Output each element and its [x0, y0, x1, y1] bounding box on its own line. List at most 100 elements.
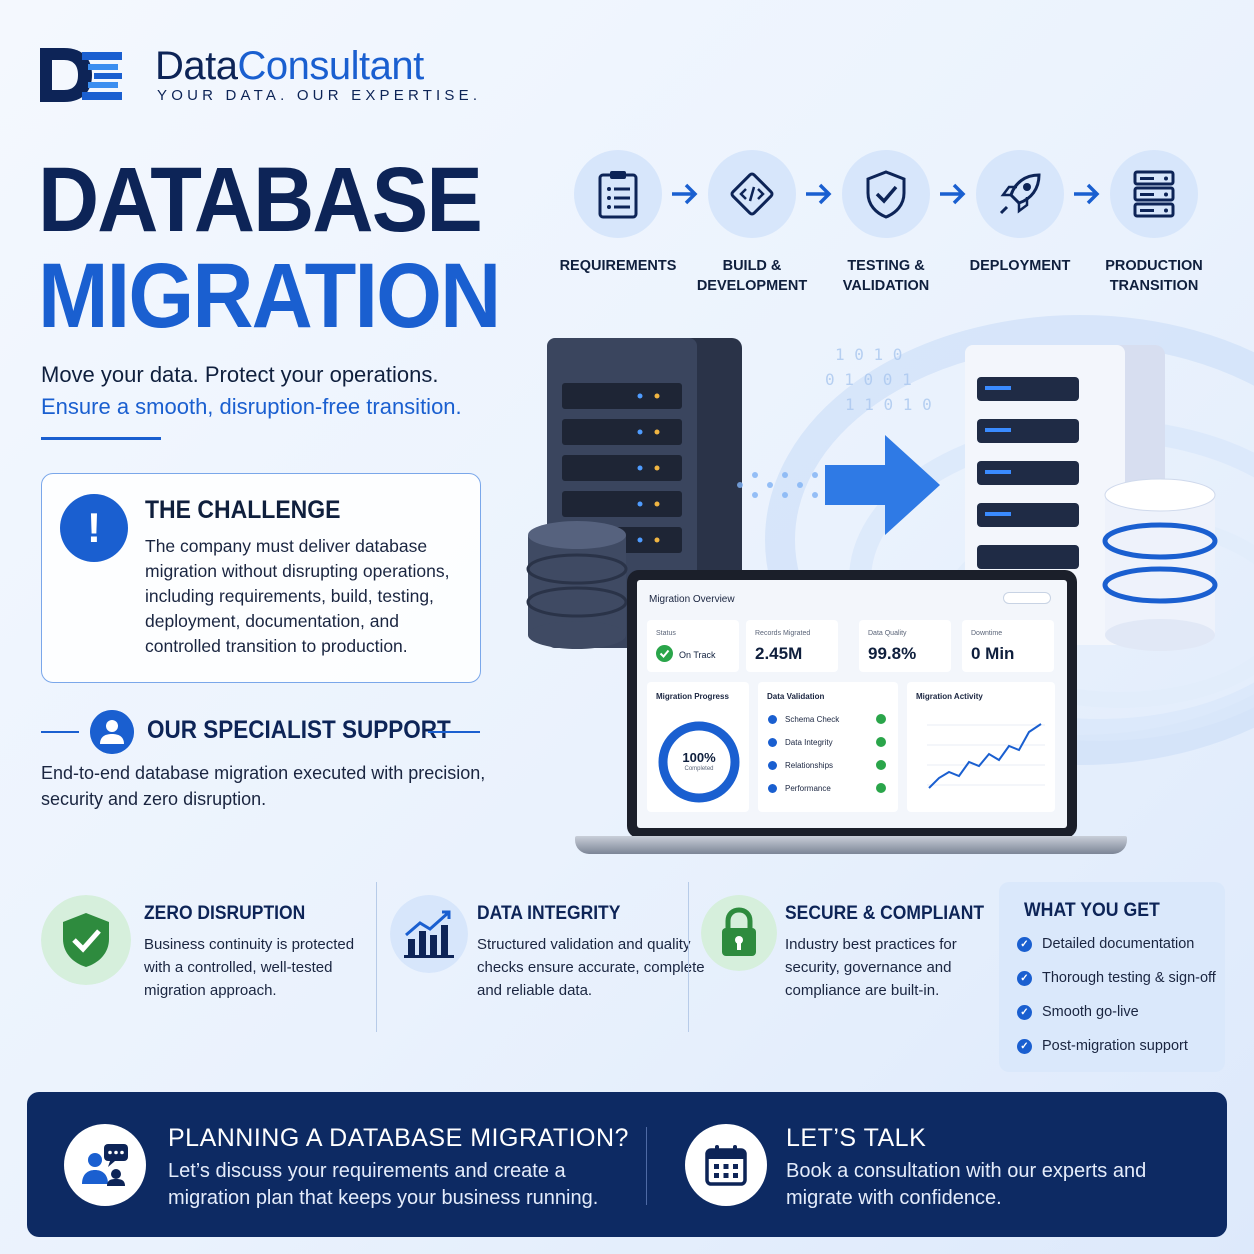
validation-item: Data Integrity — [768, 737, 886, 747]
check-circle-icon: ✓ — [1017, 970, 1032, 986]
validation-panel: Data Validation Schema Check Data Integr… — [758, 682, 898, 812]
check-circle-icon — [876, 783, 886, 793]
brand-tagline: YOUR DATA. OUR EXPERTISE. — [157, 87, 482, 104]
exclamation-icon: ! — [60, 494, 128, 562]
check-icon — [768, 714, 777, 724]
progress-caption: Completed — [684, 766, 714, 772]
specialist-rule-left — [41, 731, 79, 733]
growth-chart-icon — [390, 895, 468, 973]
specialist-body: End-to-end database migration executed w… — [41, 763, 486, 809]
check-circle-icon — [876, 714, 886, 724]
brand-name-part1: Data — [155, 44, 238, 88]
shield-check-icon — [866, 170, 906, 219]
process-step-label: BUILD & — [722, 258, 782, 274]
process-step-label: TRANSITION — [1109, 278, 1199, 294]
cta-right-body: Book a consultation with our experts and… — [786, 1160, 1147, 1209]
check-circle-icon: ✓ — [1017, 1004, 1032, 1020]
feature-divider — [688, 882, 689, 1032]
hero-title-line1: DATABASE — [38, 149, 483, 251]
hero-divider — [41, 437, 161, 440]
progress-value: 100% — [682, 750, 716, 765]
feature-body: Structured validation and quality checks… — [477, 936, 705, 999]
tile-label: Records Migrated — [755, 630, 811, 637]
records-tile: Records Migrated 2.45M — [746, 620, 838, 672]
tile-label: Status — [656, 630, 676, 637]
activity-panel: Migration Activity — [907, 682, 1055, 812]
calendar-icon — [705, 1145, 747, 1186]
code-icon — [730, 172, 774, 216]
what-you-get-item: ✓Smooth go-live — [1017, 1004, 1139, 1020]
cta-book-consultation[interactable] — [685, 1124, 767, 1206]
feature-body: Business continuity is protected with a … — [144, 936, 355, 999]
what-you-get-card: WHAT YOU GET ✓Detailed documentation ✓Th… — [999, 882, 1225, 1072]
process-step-label: REQUIREMENTS — [559, 258, 677, 274]
arrow-right-icon — [940, 183, 966, 205]
shield-check-icon — [41, 895, 131, 985]
panel-title: Migration Activity — [916, 692, 983, 701]
process-step-testing: TESTING &VALIDATION — [821, 150, 951, 296]
feature-title: ZERO DISRUPTION — [144, 903, 306, 924]
downtime-tile: Downtime 0 Min — [962, 620, 1054, 672]
migration-dashboard: Migration Overview Status On Track Recor… — [637, 580, 1067, 828]
tile-value: On Track — [679, 650, 716, 660]
panel-title: Data Validation — [767, 692, 825, 701]
process-step-build: BUILD & DEVELOPMENT — [687, 150, 817, 296]
laptop-base — [575, 836, 1127, 854]
rocket-icon — [999, 173, 1041, 215]
hero-subtitle-line1: Move your data. Protect your operations. — [41, 362, 439, 387]
brand-name: DataConsultant — [155, 44, 424, 89]
progress-ring — [658, 721, 740, 803]
specialist-title: OUR SPECIALIST SUPPORT — [147, 716, 451, 744]
tile-label: Downtime — [971, 630, 1003, 637]
check-circle-icon: ✓ — [1017, 1038, 1032, 1054]
challenge-card: ! THE CHALLENGE The company must deliver… — [41, 473, 481, 683]
check-circle-icon — [876, 737, 886, 747]
feature-divider — [376, 882, 377, 1032]
padlock-icon — [701, 895, 777, 971]
cta-divider — [646, 1127, 647, 1205]
arrow-right-icon — [672, 183, 698, 205]
specialist-rule-right — [428, 731, 480, 733]
cta-consultation[interactable] — [64, 1124, 146, 1206]
validation-item: Performance — [768, 783, 886, 793]
cta-left-title: PLANNING A DATABASE MIGRATION? — [168, 1124, 629, 1152]
consultation-chat-icon — [82, 1144, 128, 1186]
tile-value: 2.45M — [755, 644, 803, 663]
date-range-control[interactable] — [1003, 592, 1051, 604]
activity-line-chart — [927, 723, 1045, 789]
svg-text:0 1 0 0 1: 0 1 0 0 1 — [825, 370, 912, 389]
what-you-get-item: ✓Detailed documentation — [1017, 936, 1194, 952]
server-icon — [1133, 170, 1175, 218]
status-tile: Status On Track — [647, 620, 739, 672]
laptop-screen: Migration Overview Status On Track Recor… — [627, 570, 1077, 838]
svg-text:1 0 1 0: 1 0 1 0 — [835, 345, 902, 364]
check-icon — [768, 737, 777, 747]
what-you-get-item: ✓Thorough testing & sign-off — [1017, 970, 1216, 986]
feature-title: DATA INTEGRITY — [477, 903, 621, 924]
challenge-body: The company must deliver database migrat… — [145, 536, 450, 656]
feature-title: SECURE & COMPLIANT — [785, 903, 985, 924]
feature-body: Industry best practices for security, go… — [785, 936, 957, 999]
process-step-label: DEPLOYMENT — [969, 258, 1071, 274]
tile-value: 0 Min — [971, 644, 1015, 663]
arrow-right-icon — [1074, 183, 1100, 205]
progress-panel: Migration Progress 100% Completed — [647, 682, 749, 812]
arrow-right-icon — [806, 183, 832, 205]
svg-text:1 1 0 1 0: 1 1 0 1 0 — [845, 395, 932, 414]
hero-subtitle-line2: Ensure a smooth, disruption-free transit… — [41, 394, 462, 419]
process-step-label: DEVELOPMENT — [696, 278, 808, 294]
quality-tile: Data Quality 99.8% — [859, 620, 951, 672]
challenge-title: THE CHALLENGE — [145, 496, 341, 524]
check-circle-icon — [876, 760, 886, 770]
tile-value: 99.8% — [868, 644, 917, 663]
check-circle-icon: ✓ — [1017, 936, 1032, 952]
clipboard-icon — [598, 171, 638, 219]
validation-item: Relationships — [768, 760, 886, 770]
brand-name-part2: Consultant — [237, 44, 425, 88]
tile-label: Data Quality — [868, 630, 907, 637]
cta-banner: PLANNING A DATABASE MIGRATION? Let’s dis… — [27, 1092, 1227, 1237]
process-step-deployment: DEPLOYMENT — [955, 150, 1085, 276]
process-step-label: VALIDATION — [842, 278, 930, 294]
hero-title-line2: MIGRATION — [38, 245, 501, 347]
